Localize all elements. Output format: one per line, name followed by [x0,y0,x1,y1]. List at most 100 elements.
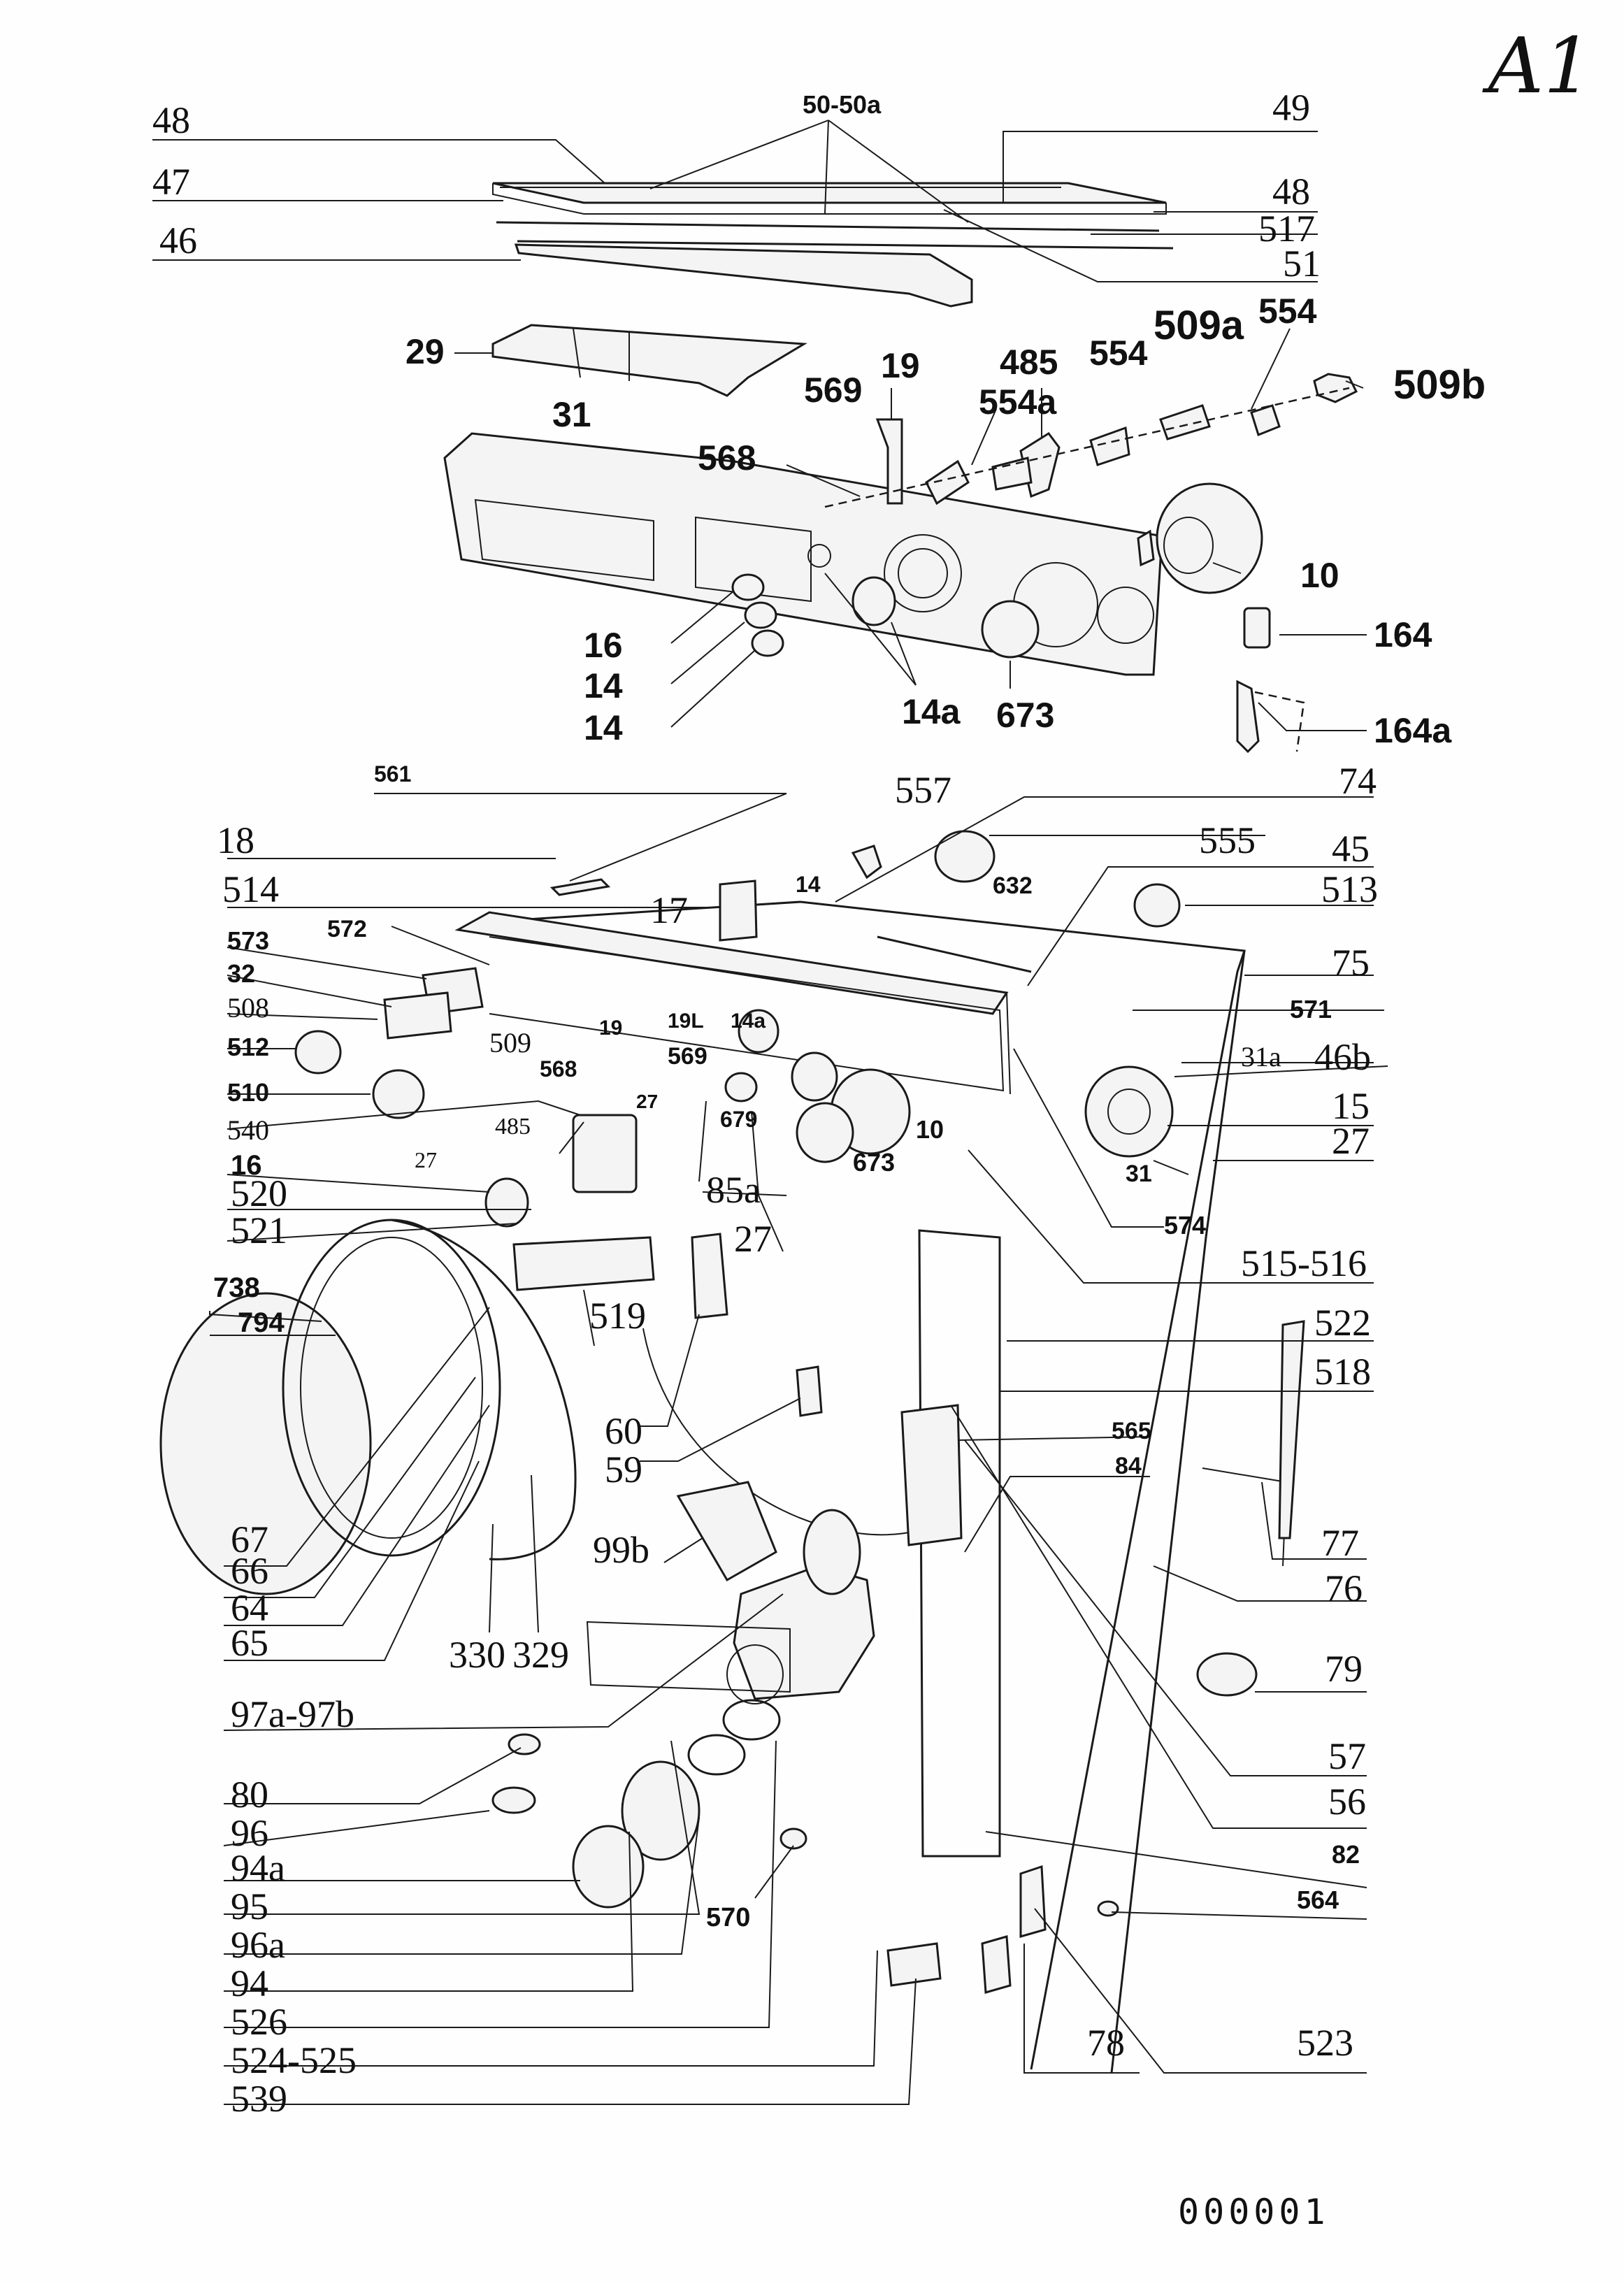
callout-67: 67 [231,1518,268,1560]
callout-66: 66 [231,1550,268,1592]
callout-labels: 48 47 46 50-50a 49 48 517 51 29 31 568 5… [152,87,1486,2120]
callout-76: 76 [1325,1567,1363,1609]
callout-14a: 14a [902,692,961,731]
callout-14b: 14 [584,708,623,747]
callout-77: 77 [1321,1522,1359,1564]
document-number: 000001 [1178,2192,1330,2232]
callout-10: 10 [1300,556,1339,595]
callout-56: 56 [1328,1781,1366,1823]
callout-94a: 94a [231,1847,285,1889]
callout-573: 573 [227,926,269,955]
callout-16: 16 [584,626,623,665]
callout-80: 80 [231,1774,268,1816]
callout-673: 673 [996,696,1054,735]
callout-521: 521 [231,1209,287,1251]
callout-49: 49 [1272,87,1310,129]
callout-515-516: 515-516 [1241,1242,1367,1284]
callout-569b: 569 [668,1043,707,1070]
callout-19L: 19L [668,1010,704,1033]
callout-15: 15 [1332,1085,1370,1127]
callout-526: 526 [231,2001,287,2043]
callout-60: 60 [605,1410,642,1452]
callout-523: 523 [1297,2022,1353,2064]
callout-45: 45 [1332,828,1370,870]
callout-14a-lower: 14a [731,1010,766,1033]
callout-84: 84 [1115,1453,1142,1479]
callout-508: 508 [227,992,269,1024]
callout-96: 96 [231,1812,268,1854]
callout-29: 29 [405,332,445,371]
callout-569: 569 [804,371,862,410]
callout-74: 74 [1339,760,1377,802]
callout-48b: 48 [1272,171,1310,213]
callout-95: 95 [231,1886,268,1927]
callout-14: 14 [584,666,623,705]
callout-510: 510 [227,1078,269,1107]
callout-164a: 164a [1374,711,1452,750]
callout-65: 65 [231,1622,268,1664]
callout-16b: 16 [231,1150,262,1181]
callout-19b: 19 [599,1017,622,1040]
callout-564: 564 [1297,1886,1339,1914]
callout-679: 679 [720,1107,757,1132]
callout-572: 572 [327,916,367,942]
callout-485: 485 [1000,343,1058,382]
callout-509b: 509b [1393,362,1486,408]
callout-513: 513 [1321,868,1378,910]
callout-540: 540 [227,1114,269,1146]
callout-27d: 27 [734,1218,772,1260]
callout-330: 330 [449,1634,505,1676]
callout-31b: 31 [1126,1161,1152,1187]
callout-82: 82 [1332,1840,1360,1869]
top-cover-assembly [491,182,1174,397]
callout-46b: 46b [1314,1036,1371,1078]
callout-164: 164 [1374,615,1432,654]
callout-517: 517 [1258,208,1315,250]
callout-555: 555 [1199,819,1256,861]
callout-485b: 485 [495,1114,531,1140]
callout-51: 51 [1283,243,1321,285]
callout-79: 79 [1325,1648,1363,1690]
callout-18: 18 [217,819,254,861]
callout-524-525: 524-525 [231,2039,357,2081]
callout-568: 568 [698,438,756,477]
leader-lines [152,120,1388,2105]
callout-19: 19 [881,346,920,385]
callout-570: 570 [706,1903,750,1932]
callout-46: 46 [159,220,197,261]
callout-97a-97b: 97a-97b [231,1693,354,1735]
callout-64: 64 [231,1587,268,1629]
callout-565: 565 [1112,1418,1151,1444]
callout-31: 31 [552,395,591,434]
callout-27c: 27 [415,1147,437,1172]
callout-568b: 568 [540,1056,577,1082]
callout-512: 512 [227,1033,269,1061]
callout-673b: 673 [853,1148,895,1177]
callout-574: 574 [1164,1211,1206,1240]
callout-738: 738 [213,1272,260,1303]
callout-557: 557 [895,769,951,811]
callout-99b: 99b [593,1529,649,1571]
callout-522: 522 [1314,1302,1371,1344]
callout-571: 571 [1290,995,1332,1024]
callout-14c: 14 [796,872,821,897]
callout-94: 94 [231,1962,268,2004]
callout-518: 518 [1314,1351,1371,1393]
callout-539: 539 [231,2078,287,2120]
callout-632: 632 [993,872,1033,899]
callout-96a: 96a [231,1924,285,1966]
callout-509: 509 [489,1027,531,1058]
callout-59: 59 [605,1449,642,1491]
control-panel-assembly [443,373,1358,754]
callout-520: 520 [231,1172,287,1214]
callout-85a: 85a [706,1169,761,1211]
callout-17: 17 [650,889,688,931]
callout-509a: 509a [1154,303,1244,348]
callout-47: 47 [152,161,190,203]
sheet-id: A1 [1488,21,1593,110]
callout-48: 48 [152,99,190,141]
callout-27: 27 [636,1091,658,1112]
callout-57: 57 [1328,1735,1366,1777]
